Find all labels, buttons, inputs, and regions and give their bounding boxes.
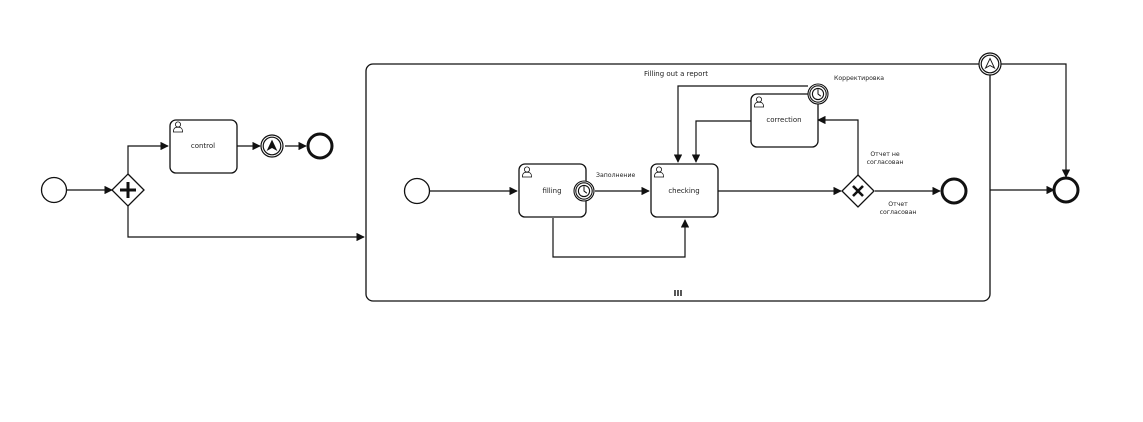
flow-gateway-to-control[interactable]	[127, 141, 169, 174]
gateway-label-not-agreed-line1: Отчет не	[870, 151, 900, 158]
task-label-control: control	[191, 142, 215, 150]
subprocess-title: Filling out a report	[644, 70, 708, 78]
flow-correction-to-checking[interactable]	[691, 120, 751, 163]
task-correction[interactable]: correction	[750, 93, 819, 148]
boundary-escalation-event[interactable]	[978, 52, 1002, 76]
escalation-icon	[266, 139, 278, 151]
task-label-checking: checking	[668, 187, 699, 195]
start-event[interactable]	[40, 176, 68, 204]
escalation-icon	[984, 57, 996, 70]
gateway-label-agreed-line2: согласован	[880, 209, 917, 216]
task-control[interactable]: control	[169, 119, 238, 174]
inner-end-event[interactable]	[940, 177, 968, 205]
end-event-final[interactable]	[1052, 176, 1080, 204]
parallel-gateway[interactable]	[111, 173, 145, 207]
x-icon	[852, 185, 864, 197]
inner-sequence-flows	[430, 85, 941, 258]
inner-start-event[interactable]	[403, 177, 431, 205]
flow-gateway-to-correction[interactable]	[817, 115, 859, 175]
outer-sequence-flows	[67, 63, 1071, 242]
task-label-correction: correction	[766, 116, 801, 124]
intermediate-escalation-event[interactable]	[260, 134, 284, 158]
flow-filling-to-checking[interactable]	[552, 218, 690, 258]
timer-boundary-event-filling[interactable]	[573, 180, 595, 202]
gateway-label-agreed-line1: Отчет	[888, 201, 908, 208]
timer-boundary-event-correction[interactable]	[807, 83, 829, 105]
end-event-control[interactable]	[306, 132, 334, 160]
task-checking[interactable]: checking	[650, 163, 719, 218]
multi-instance-marker: III	[674, 289, 683, 298]
plus-icon	[120, 182, 136, 198]
flow-correction-timer-to-checking[interactable]	[673, 85, 808, 163]
timer-label-correction: Корректировка	[834, 75, 884, 82]
flow-boundary-escalation-to-end[interactable]	[1001, 63, 1071, 178]
flow-gateway-to-subprocess[interactable]	[127, 206, 365, 242]
gateway-label-not-agreed-line2: согласован	[867, 159, 904, 166]
task-label-filling: filling	[542, 187, 561, 195]
exclusive-gateway[interactable]	[841, 174, 875, 208]
timer-label-filling: Заполнение	[596, 172, 635, 179]
